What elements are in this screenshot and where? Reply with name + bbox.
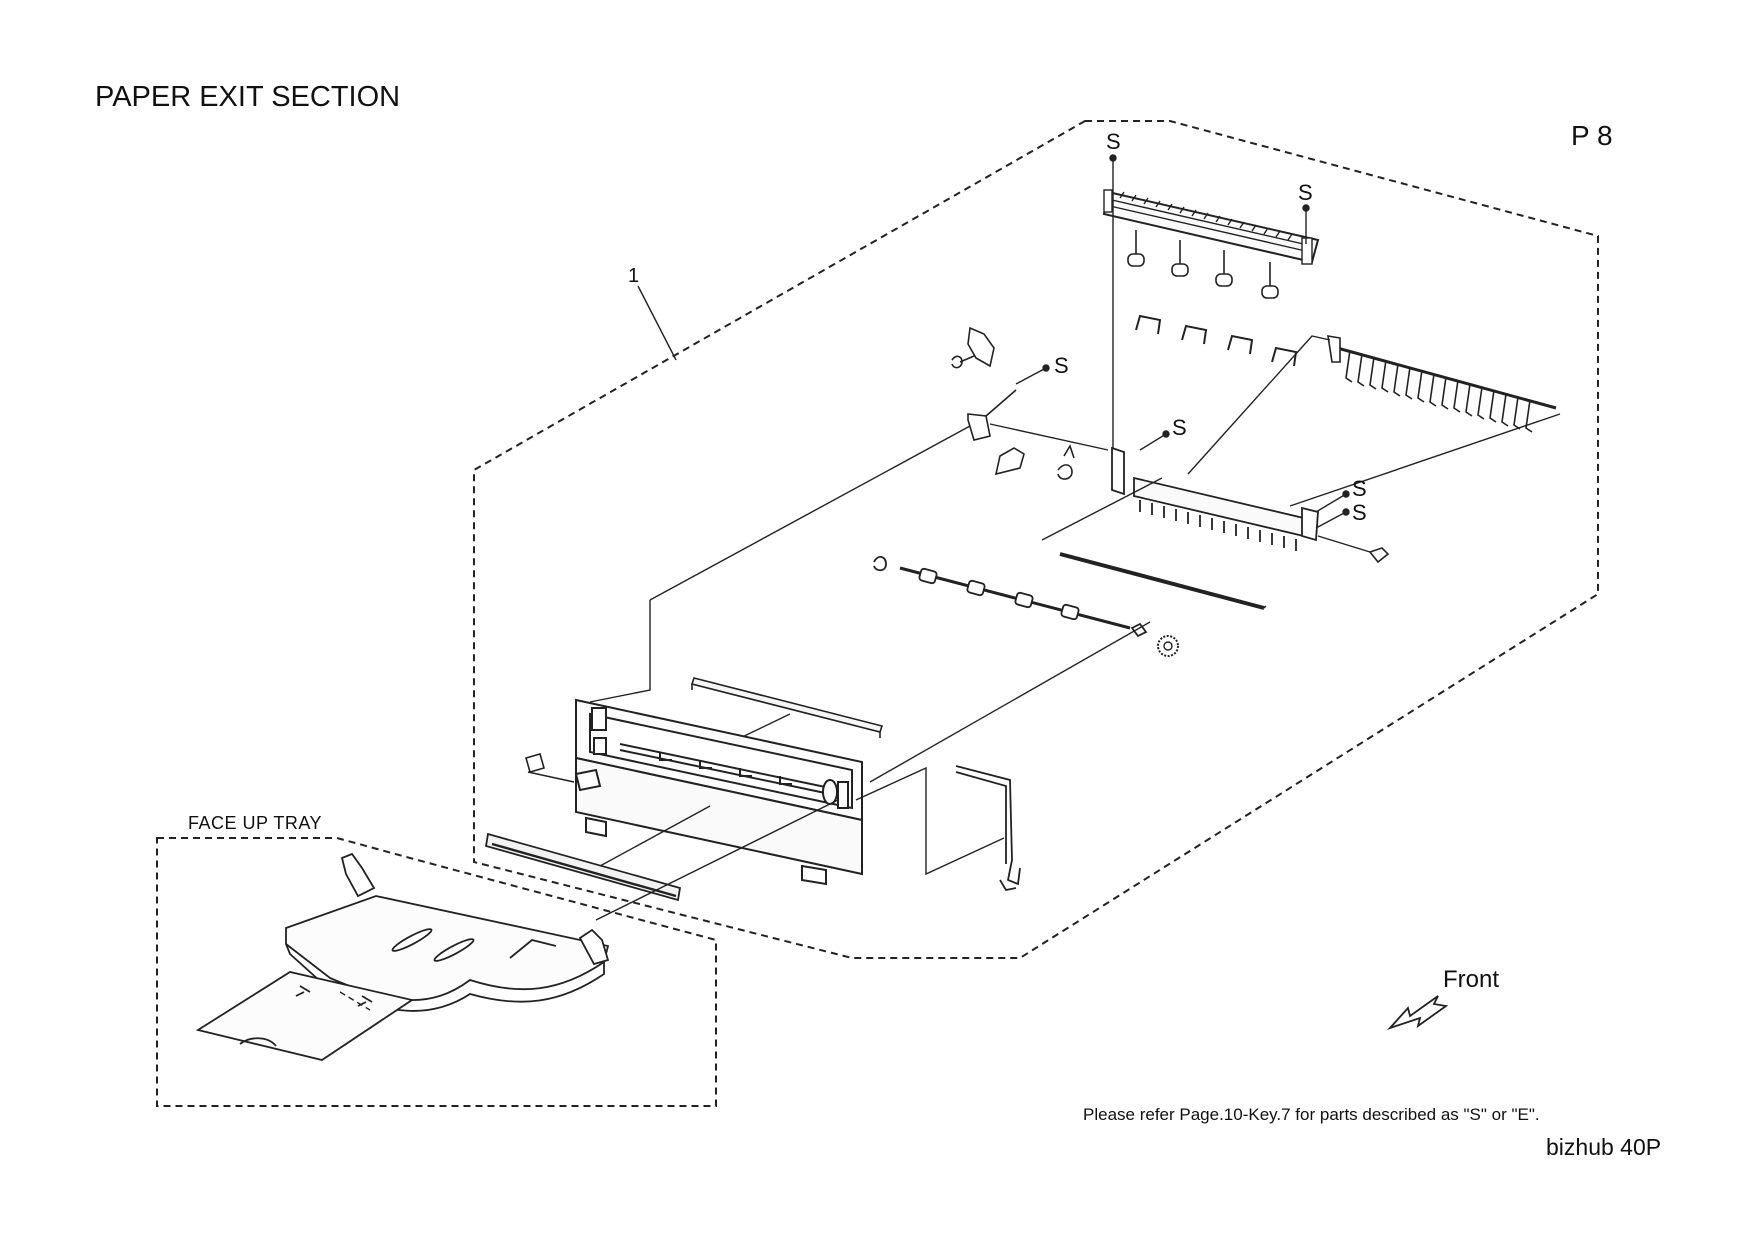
face-up-tray-label: FACE UP TRAY — [188, 813, 323, 833]
assembly-guide-line — [869, 621, 1151, 783]
assembly-leader-line — [637, 285, 677, 361]
left-clip — [525, 753, 575, 783]
front-strip — [690, 677, 884, 738]
screw-label: S — [1298, 180, 1313, 205]
gear — [1157, 635, 1179, 657]
page-number: P 8 — [1571, 120, 1613, 151]
lower-strip — [484, 832, 682, 902]
screw-label: S — [1172, 415, 1187, 440]
model-name: bizhub 40P — [1546, 1134, 1662, 1160]
left-bracket — [951, 326, 1017, 441]
face-up-tray-boundary — [156, 837, 717, 1107]
exit-roller — [873, 556, 1148, 638]
lever-wire — [955, 765, 1021, 892]
page-title: PAPER EXIT SECTION — [95, 81, 401, 113]
footer-note: Please refer Page.10-Key.7 for parts des… — [1083, 1105, 1540, 1124]
exit-guide-frame — [1111, 446, 1319, 551]
assembly-guide-line — [989, 423, 1109, 451]
small-clip — [1368, 547, 1390, 564]
assembly-guide-line — [1041, 477, 1163, 541]
front-direction-label: Front — [1443, 966, 1500, 993]
upper-guide-bar — [1102, 189, 1320, 265]
latch-parts — [994, 444, 1075, 480]
screw-label: S — [1106, 129, 1121, 154]
screw-label: S — [1352, 500, 1367, 525]
tray-extension — [195, 971, 415, 1061]
assembly-boundary — [473, 120, 1599, 959]
assembly-guide-line — [1289, 413, 1561, 507]
assembly-guide-line — [589, 600, 651, 703]
front-cover — [574, 698, 863, 886]
springs — [1135, 314, 1298, 367]
screw-label: S — [1054, 353, 1069, 378]
assembly-guide-line — [1187, 335, 1331, 475]
assembly-number-label: 1 — [628, 265, 640, 287]
assembly-guide-line — [649, 425, 971, 601]
drive-shaft — [1059, 552, 1265, 610]
exit-actuator-comb — [1327, 335, 1557, 433]
front-arrow-icon — [1387, 995, 1449, 1030]
screw-label: S — [1352, 476, 1367, 501]
assembly-guide-line — [855, 766, 1005, 876]
pinch-rollers — [1127, 230, 1279, 299]
